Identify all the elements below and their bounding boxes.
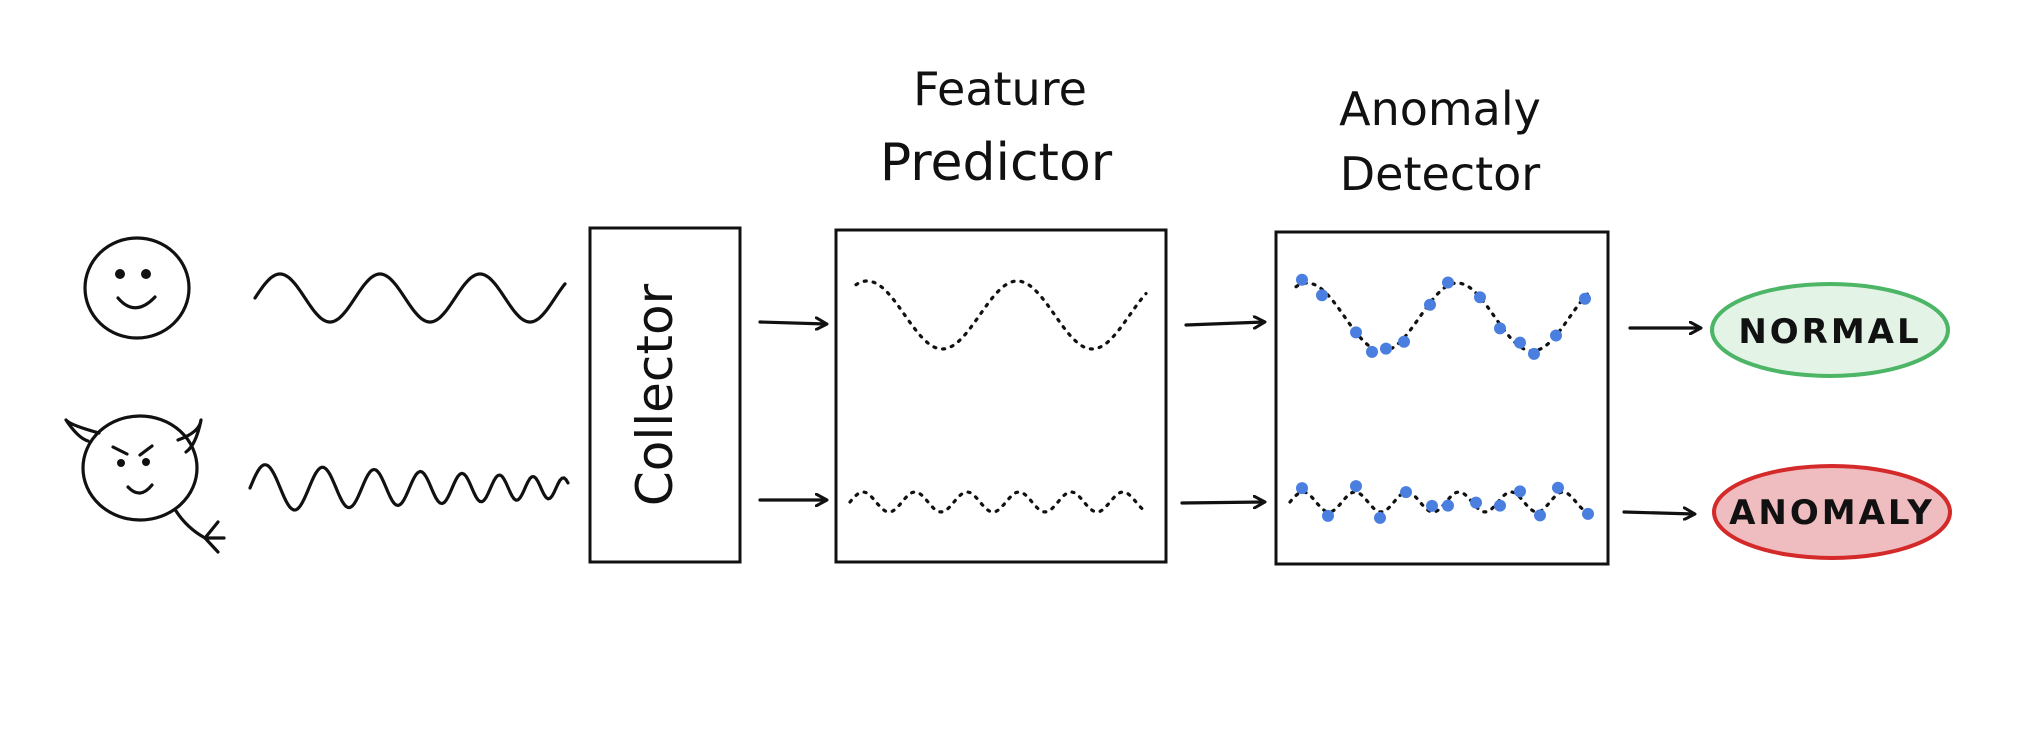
arrow-detector-to-anomaly: [1622, 512, 1694, 514]
normal-output-badge: NORMAL: [1710, 282, 1950, 378]
normal-signal-wave: [253, 272, 567, 324]
observed-point: [1442, 276, 1454, 289]
observed-point: [1322, 509, 1334, 522]
observed-points-attack: [1296, 480, 1594, 524]
observed-point: [1400, 486, 1412, 499]
feature-predictor-title-line2: Predictor: [880, 133, 1113, 193]
observed-point: [1528, 347, 1540, 360]
predicted-normal-wave: [854, 279, 1148, 351]
observed-point: [1296, 273, 1308, 286]
anomaly-output-label: ANOMALY: [1729, 493, 1935, 533]
observed-points-normal: [1296, 273, 1591, 360]
observed-point: [1350, 480, 1362, 493]
smiley-face-icon: [83, 236, 191, 340]
observed-point: [1534, 509, 1546, 522]
observed-point: [1424, 298, 1436, 311]
observed-point: [1442, 499, 1454, 512]
anomaly-detector-title-line1: Anomaly: [1339, 82, 1541, 136]
anomaly-detector-title-line2: Detector: [1340, 147, 1541, 201]
observed-point: [1426, 499, 1438, 512]
arrow-predictor-to-detector-top: [1184, 322, 1264, 325]
observed-point: [1470, 496, 1482, 509]
observed-point: [1579, 292, 1591, 305]
observed-point: [1366, 345, 1378, 358]
attack-signal-wave: [248, 463, 570, 512]
feature-predictor-title-line1: Feature: [913, 62, 1087, 116]
observed-point: [1552, 481, 1564, 494]
detector-attack-wave: [1288, 490, 1594, 514]
anomaly-output-badge: ANOMALY: [1712, 464, 1952, 560]
predicted-attack-wave: [848, 490, 1148, 514]
collector-label: Collector: [626, 283, 684, 506]
observed-point: [1296, 482, 1308, 495]
observed-point: [1474, 291, 1486, 304]
observed-point: [1550, 329, 1562, 342]
arrow-predictor-to-detector-bottom: [1180, 502, 1264, 503]
observed-point: [1374, 511, 1386, 524]
arrow-collector-to-predictor-top: [758, 322, 826, 324]
observed-point: [1316, 289, 1328, 302]
observed-point: [1514, 485, 1526, 498]
observed-point: [1582, 507, 1594, 520]
observed-point: [1398, 335, 1410, 348]
detector-normal-wave: [1294, 281, 1590, 353]
observed-point: [1514, 336, 1526, 349]
observed-point: [1350, 326, 1362, 339]
normal-output-label: NORMAL: [1738, 312, 1921, 352]
feature-predictor-box: [834, 228, 1168, 564]
observed-point: [1494, 499, 1506, 512]
collector-box: [588, 226, 742, 564]
devil-face-icon: [64, 414, 226, 554]
anomaly-detector-box: [1274, 230, 1610, 566]
observed-point: [1494, 322, 1506, 335]
observed-point: [1380, 342, 1392, 355]
